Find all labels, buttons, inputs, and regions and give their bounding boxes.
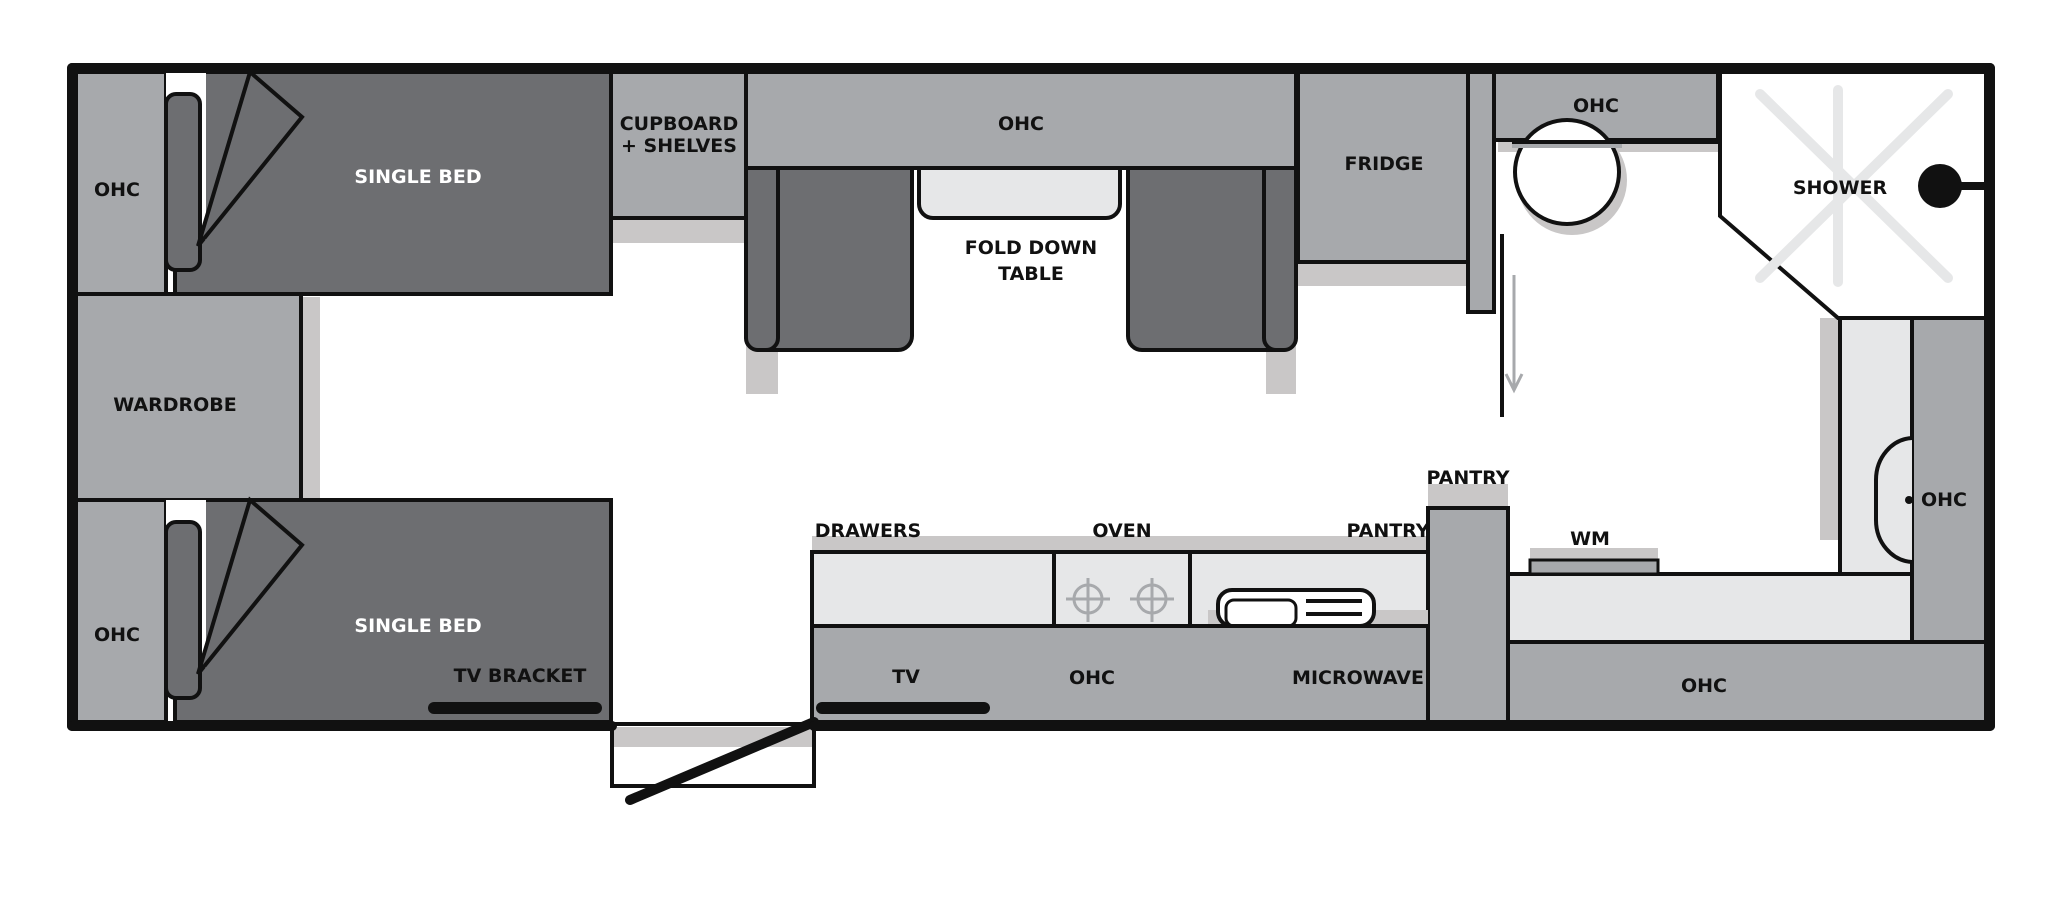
ohc-right-cabinet	[1910, 316, 1988, 644]
label-wardrobe: WARDROBE	[113, 394, 236, 416]
label-tv: TV	[892, 666, 920, 688]
label-ohc-bottom-right: OHC	[1681, 675, 1727, 697]
label-cupboard-line1: CUPBOARD	[620, 113, 739, 135]
label-oven: OVEN	[1092, 520, 1151, 542]
label-cupboard-line2: + SHELVES	[621, 135, 737, 157]
entry-door-swing	[625, 717, 819, 805]
label-fold-down-line1: FOLD DOWN	[965, 237, 1097, 259]
bathroom-partition	[1466, 70, 1496, 314]
cupboard-shelves	[609, 70, 748, 220]
label-wm: WM	[1570, 528, 1610, 550]
pillow-bottom	[196, 496, 305, 676]
room-labels: OHC SINGLE BED CUPBOARD + SHELVES OHC FO…	[94, 95, 1967, 697]
fridge	[1296, 70, 1470, 264]
pantry-tower	[1426, 506, 1510, 724]
toilet-bowl	[1513, 118, 1621, 226]
dinette-backrest-left	[744, 148, 780, 352]
wardrobe	[74, 292, 303, 502]
label-tv-bracket: TV BRACKET	[454, 665, 587, 687]
label-shower: SHOWER	[1793, 177, 1888, 199]
sink-bowl	[1224, 598, 1298, 628]
ohc-kitchen-cabinet	[810, 624, 1430, 724]
cooktop-burners-icon	[1066, 578, 1174, 622]
label-ohc-left-bottom: OHC	[94, 624, 140, 646]
laundry-bench	[1506, 572, 1914, 644]
ohc-dinette-cabinet	[744, 70, 1298, 170]
bed-head-panel-bottom	[164, 520, 202, 700]
pillow-top	[196, 68, 305, 248]
vanity-basin	[1873, 436, 1913, 564]
label-single-bed-top: SINGLE BED	[354, 166, 481, 188]
label-ohc-dinette: OHC	[998, 113, 1044, 135]
label-pantry-bench: PANTRY	[1346, 520, 1429, 542]
door-arrow-head	[1504, 373, 1524, 394]
label-drawers: DRAWERS	[815, 520, 922, 542]
label-pantry-tower: PANTRY	[1426, 467, 1509, 489]
label-microwave: MICROWAVE	[1292, 667, 1424, 689]
label-fold-down-line2: TABLE	[998, 263, 1064, 285]
tv-bracket-bar	[428, 702, 602, 714]
label-ohc-bathroom: OHC	[1573, 95, 1619, 117]
washing-machine	[1528, 558, 1660, 576]
tv-bar	[816, 702, 990, 714]
label-ohc-kitchen: OHC	[1069, 667, 1115, 689]
cooktop	[1052, 550, 1192, 628]
kitchen-bench-drawers	[810, 550, 1056, 628]
shower-head-icon	[1918, 164, 1962, 208]
label-ohc-right: OHC	[1921, 489, 1967, 511]
label-ohc-left-top: OHC	[94, 179, 140, 201]
ohc-left-bottom-cabinet	[74, 498, 168, 724]
label-fridge: FRIDGE	[1344, 153, 1423, 175]
ohc-bottom-right-cabinet	[1506, 640, 1988, 724]
dinette-backrest-right	[1262, 148, 1298, 352]
label-single-bed-bottom: SINGLE BED	[354, 615, 481, 637]
shower-drain-mark	[1755, 85, 1953, 287]
exterior-walls	[67, 63, 1995, 731]
